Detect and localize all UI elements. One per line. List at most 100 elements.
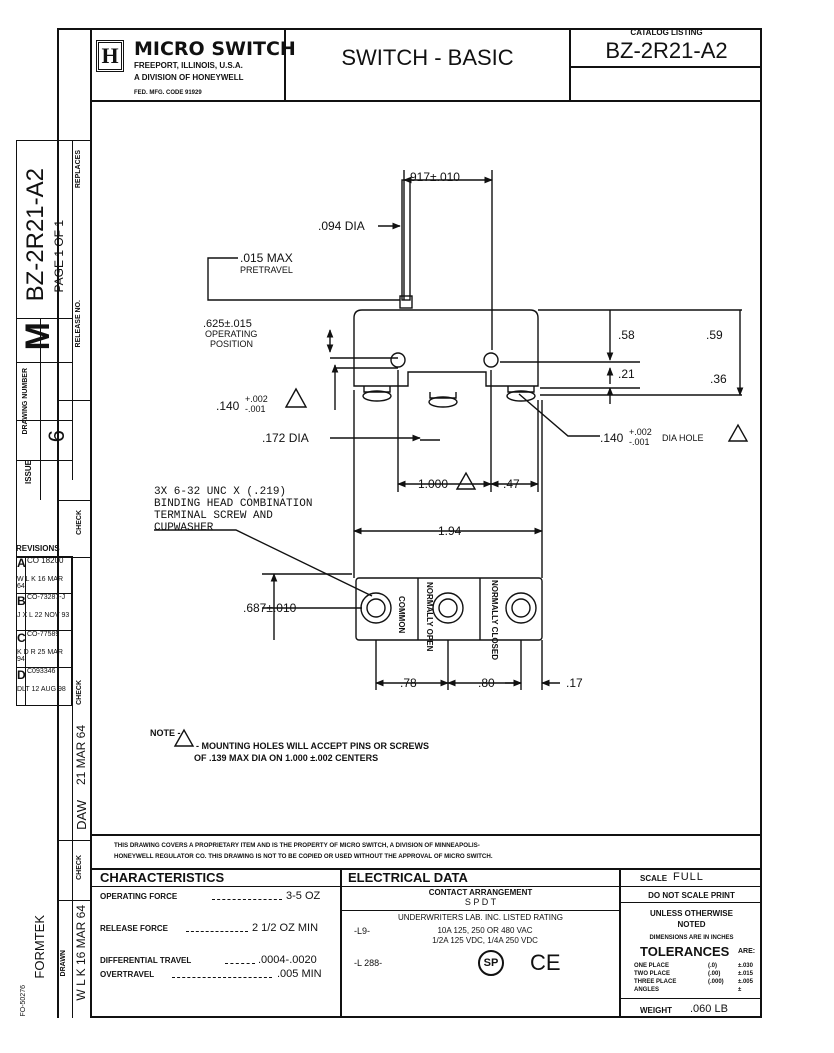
plunger-base	[399, 295, 413, 309]
tol-row-1-label: ONE PLACE	[634, 963, 670, 969]
dim-625: .625±.015	[203, 318, 252, 330]
proprietary-line-1: THIS DRAWING COVERS A PROPRIETARY ITEM A…	[114, 842, 480, 849]
no-scale-label: DO NOT SCALE PRINT	[648, 891, 735, 900]
dim-047: .47	[503, 477, 520, 491]
proprietary-line-2: HONEYWELL REGULATOR CO. THIS DRAWING IS …	[114, 853, 493, 860]
sidebar-date: 21 MAR 64	[74, 725, 88, 786]
tolerances-label: TOLERANCES	[640, 944, 730, 959]
revisions-label: REVISIONS	[16, 544, 60, 553]
pretravel-label: PRETRAVEL	[240, 265, 293, 275]
drawing-number-label: DRAWING NUMBER	[22, 368, 29, 435]
contact-value: S P D T	[464, 897, 497, 907]
term-common: COMMON	[397, 596, 406, 634]
drawing-frame	[90, 28, 762, 1018]
note-label: NOTE -	[150, 728, 181, 738]
term-nc: NORMALLY CLOSED	[490, 580, 499, 660]
dia-hole-label: DIA HOLE	[662, 433, 704, 443]
rev-a-by: W L K 16 MAR 64	[17, 576, 64, 590]
dim-094: .094 DIA	[318, 219, 365, 233]
revisions-table	[16, 556, 72, 706]
rev-b-by: J X L 22 NOV 93	[17, 612, 70, 619]
note-triangle-icon	[455, 471, 477, 490]
dim-080: .80	[478, 676, 495, 690]
tolerances-are: ARE:	[738, 948, 756, 955]
tol-minus-left: -.001	[245, 404, 266, 414]
header-row	[90, 28, 762, 102]
tol-row-3-label: THREE PLACE	[634, 979, 677, 985]
rev-d-by: DLT 12 AUG 98	[17, 686, 66, 693]
electrical-title: ELECTRICAL DATA	[348, 870, 468, 885]
ce-mark-icon: CE	[530, 950, 561, 975]
tol-row-1-p: (.0)	[708, 963, 717, 969]
rating-2: 1/2A 125 VDC, 1/4A 250 VDC	[432, 936, 538, 945]
char-row-3-label: DIFFERENTIAL TRAVEL	[100, 956, 192, 965]
tol-row-3-v: ±.005	[738, 979, 753, 985]
tol-plus-right: +.002	[629, 427, 652, 437]
dim-058: .58	[618, 328, 635, 342]
dim-140-left: .140	[216, 399, 240, 413]
dim-078: .78	[400, 676, 417, 690]
char-row-4-value: .005 MIN	[277, 968, 322, 980]
unless-label: UNLESS OTHERWISE	[650, 909, 733, 918]
sidebar-initials: DAW	[74, 800, 89, 830]
scale-value: FULL	[673, 871, 704, 883]
rev-c-by: K D R 25 MAR 94	[17, 649, 63, 663]
note-line-1: - MOUNTING HOLES WILL ACCEPT PINS OR SCR…	[196, 741, 429, 751]
dim-059: .59	[706, 328, 723, 342]
rev-a-co: CO 18200	[27, 556, 64, 565]
inches-label: DIMENSIONS ARE IN INCHES	[649, 935, 734, 941]
screw-note-4: CUPWASHER	[154, 522, 214, 534]
rev-c-letter: C	[17, 631, 26, 645]
sidebar-page: PAGE 1 OF 1	[52, 220, 66, 293]
sidebar-m-letter: M	[19, 322, 57, 351]
formtek-label: FORMTEK	[32, 915, 47, 979]
rev-b-letter: B	[17, 594, 26, 608]
note-triangle-icon	[284, 387, 308, 408]
plunger	[401, 179, 411, 301]
rev-d-letter: D	[17, 668, 26, 682]
dim-1000: 1.000	[418, 477, 448, 491]
issue-value: 6	[44, 430, 69, 443]
switch-drawing: COMMON NORMALLY OPEN NORMALLY CLOSED 917…	[150, 170, 749, 763]
check3-label: CHECK	[76, 855, 83, 880]
dim-140-right: .140	[600, 431, 624, 445]
contact-label: CONTACT ARRANGEMENT	[428, 888, 533, 897]
rev-a-letter: A	[17, 556, 26, 570]
drawing-title: SWITCH - BASIC	[341, 45, 514, 70]
screw-note-2: BINDING HEAD COMBINATION	[154, 498, 312, 510]
position-label: POSITION	[210, 339, 253, 349]
tol-row-4-label: ANGLES	[634, 987, 660, 993]
tol-row-2-label: TWO PLACE	[634, 971, 670, 977]
drawn-by: W L K 16 MAR 64	[74, 905, 88, 1001]
term-no: NORMALLY OPEN	[425, 582, 434, 652]
note-line-2: OF .139 MAX DIA ON 1.000 ±.002 CENTERS	[194, 753, 378, 763]
issue-label: ISSUE	[24, 460, 33, 485]
company-location: FREEPORT, ILLINOIS, U.S.A.	[134, 61, 243, 70]
release-label: RELEASE NO.	[75, 300, 82, 348]
tol-plus-left: +.002	[245, 394, 268, 404]
note-triangle-icon	[727, 423, 749, 442]
operating-label: OPERATING	[205, 329, 257, 339]
form-number: FO-50276	[20, 985, 27, 1017]
char-row-3-value: .0004-.0020	[258, 954, 317, 966]
dim-017: .17	[566, 676, 583, 690]
catalog-number: BZ-2R21-A2	[605, 38, 728, 63]
dim-021: .21	[618, 367, 635, 381]
rev-d-co: C093346	[27, 668, 56, 675]
sidebar-part-number: BZ-2R21-A2	[22, 168, 49, 302]
mount-hole-left	[390, 352, 406, 368]
tol-row-2-p: (.00)	[708, 971, 721, 977]
replaces-label: REPLACES	[75, 150, 82, 189]
weight-label: WEIGHT	[640, 1006, 672, 1015]
dim-687: .687±.010	[243, 601, 297, 615]
tol-row-1-v: ±.030	[738, 963, 753, 969]
code-l9: -L9-	[354, 926, 371, 936]
drawn-label: DRAWN	[60, 950, 67, 977]
char-row-2-label: RELEASE FORCE	[100, 924, 169, 933]
screw-note-3: TERMINAL SCREW AND	[154, 510, 273, 522]
check-label: CHECK	[76, 510, 83, 535]
csa-icon: SP	[478, 950, 504, 976]
sidebar-frame	[57, 28, 90, 1018]
dim-015: .015 MAX	[240, 251, 293, 265]
screw-head-1	[362, 390, 392, 402]
